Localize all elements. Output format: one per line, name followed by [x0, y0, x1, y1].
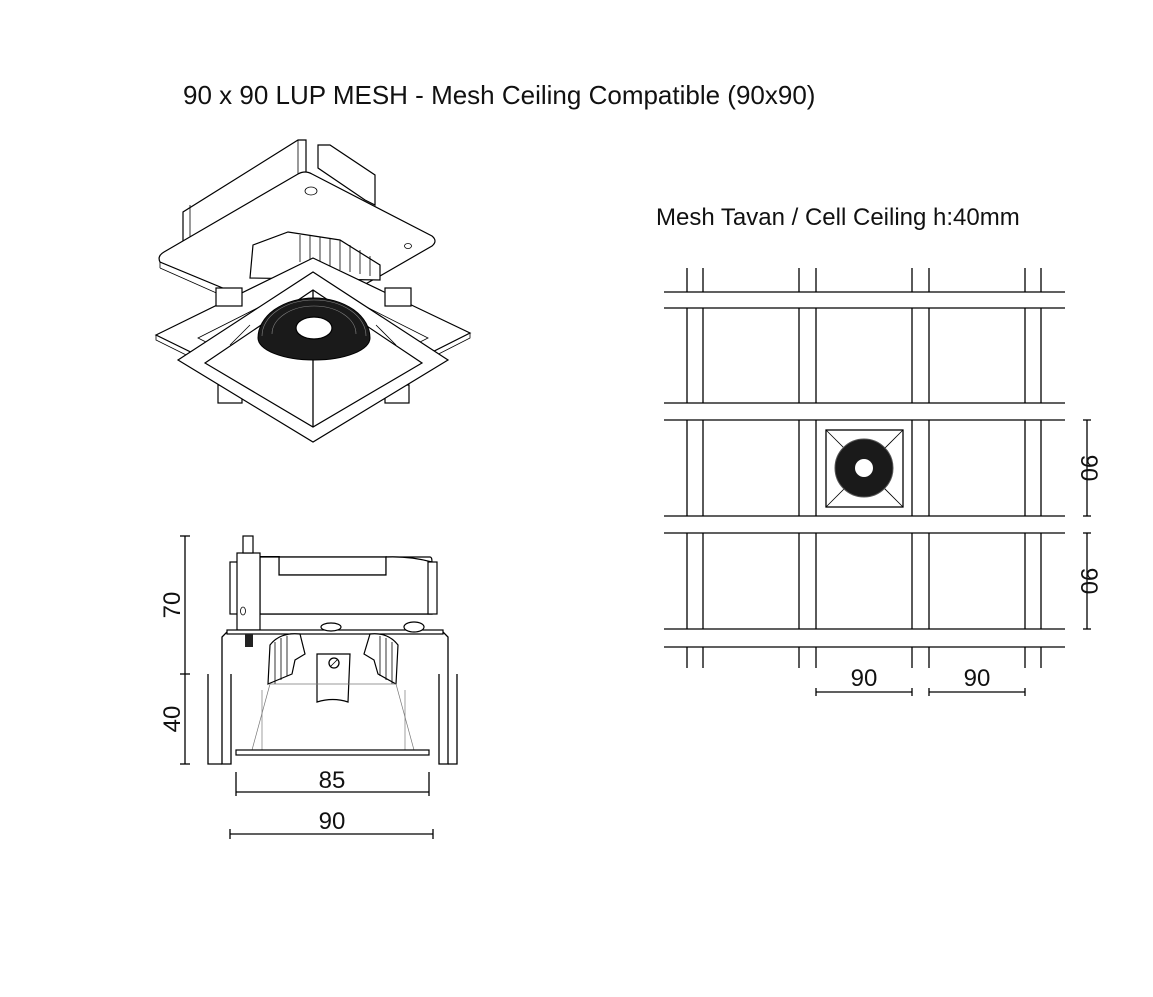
fixture-trim — [825, 429, 904, 508]
trim-face — [235, 749, 430, 756]
spring-clip — [215, 287, 243, 307]
dim-height-70: 70 — [159, 592, 186, 619]
fixture-lens — [855, 459, 873, 477]
grid-title: Mesh Tavan / Cell Ceiling h:40mm — [656, 204, 1020, 231]
plate-hole-icon — [304, 186, 318, 196]
dim-cell-height-1: 90 — [1075, 455, 1102, 482]
driver-connector — [317, 144, 376, 206]
led-lens — [295, 316, 333, 340]
dim-width-85: 85 — [319, 767, 346, 794]
drawing-title: 90 x 90 LUP MESH - Mesh Ceiling Compatib… — [183, 80, 815, 110]
dim-cell-width-2: 90 — [964, 665, 991, 692]
cable-post — [236, 552, 261, 631]
heat-sink — [267, 633, 306, 685]
grid-vertical-lines — [686, 268, 1042, 668]
screw-icon — [328, 657, 340, 669]
isometric-view — [154, 139, 472, 443]
mesh-ceiling-grid: 90 90 90 90 — [664, 268, 1102, 696]
dim-width-90: 90 — [319, 808, 346, 835]
spring-clip — [384, 287, 412, 307]
dim-cell-width-1: 90 — [851, 665, 878, 692]
side-view: 70 40 — [159, 535, 458, 839]
grid-horizontal-lines — [664, 291, 1065, 648]
dim-cell-height-2: 90 — [1075, 568, 1102, 595]
dim-height-40: 40 — [159, 706, 186, 733]
